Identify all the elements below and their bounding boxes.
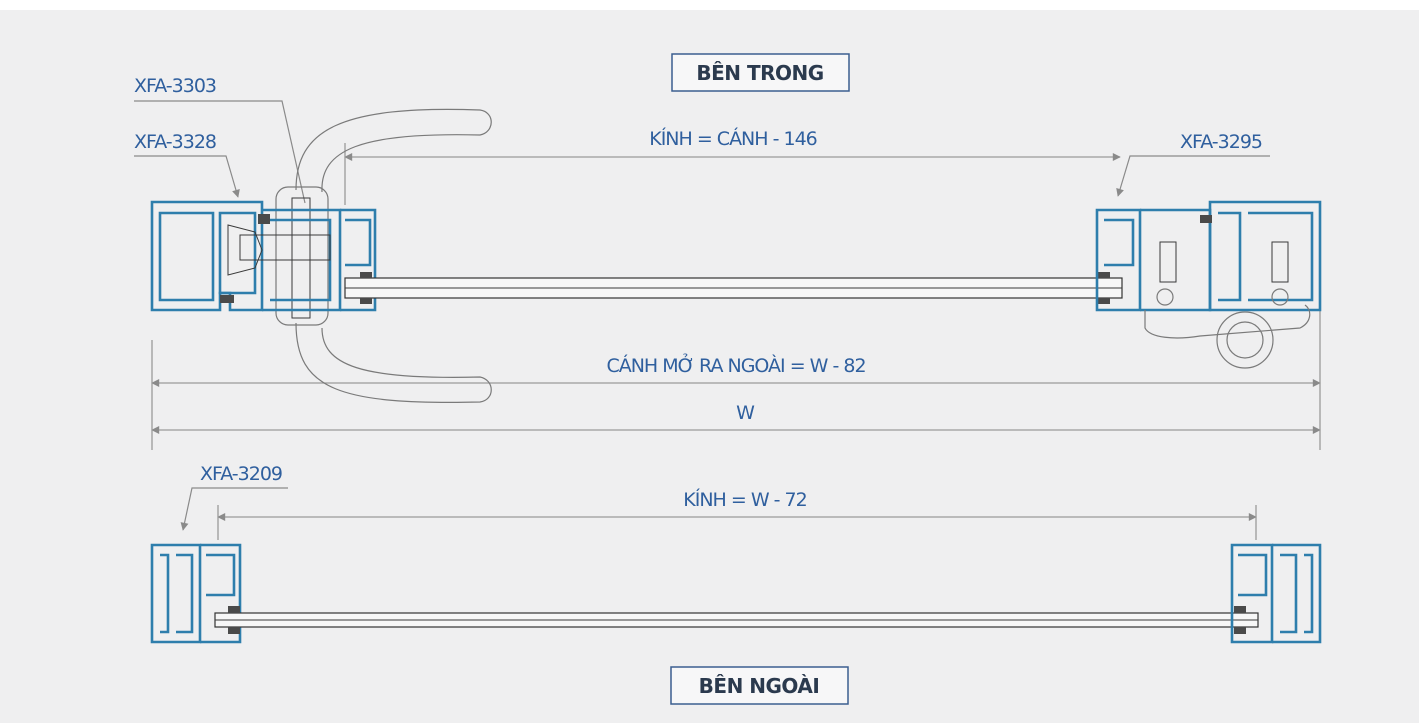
dim-text-sash-outward: CÁNH MỞ RA NGOÀI = W - 82 xyxy=(606,352,865,377)
outside-label: BÊN NGOÀI xyxy=(699,674,820,698)
leader-3209 xyxy=(180,487,288,531)
inside-label: BÊN TRONG xyxy=(696,61,823,85)
leader-3328 xyxy=(134,155,240,198)
leader-3295 xyxy=(1116,155,1270,197)
dim-text-glass-fixed: KÍNH = W - 72 xyxy=(683,488,806,511)
profile-lower-left xyxy=(150,543,242,644)
inside-label-box: BÊN TRONG xyxy=(671,53,850,92)
profile-label-3303: XFA-3303 xyxy=(134,75,216,97)
outside-label-box: BÊN NGOÀI xyxy=(670,666,849,705)
glass-upper xyxy=(344,272,1123,304)
dim-text-glass-sash: KÍNH = CÁNH - 146 xyxy=(649,127,817,150)
dim-text-width: W xyxy=(736,402,755,424)
door-handle xyxy=(275,108,492,403)
profile-label-3209: XFA-3209 xyxy=(200,463,282,485)
profile-label-3295: XFA-3295 xyxy=(1180,131,1262,153)
leader-3303 xyxy=(134,100,306,204)
profile-upper-right xyxy=(1095,200,1322,312)
profile-lower-right xyxy=(1230,543,1322,644)
glass-lower xyxy=(214,606,1259,634)
profile-label-3328: XFA-3328 xyxy=(134,131,216,153)
section-drawing: BÊN TRONG BÊN NGOÀI XFA-3303 XFA-3328 XF… xyxy=(134,53,1322,705)
drawing-canvas: BÊN TRONG BÊN NGOÀI XFA-3303 XFA-3328 XF… xyxy=(0,10,1419,723)
hinge-mechanism xyxy=(1144,288,1311,369)
profile-upper-left xyxy=(150,200,377,312)
